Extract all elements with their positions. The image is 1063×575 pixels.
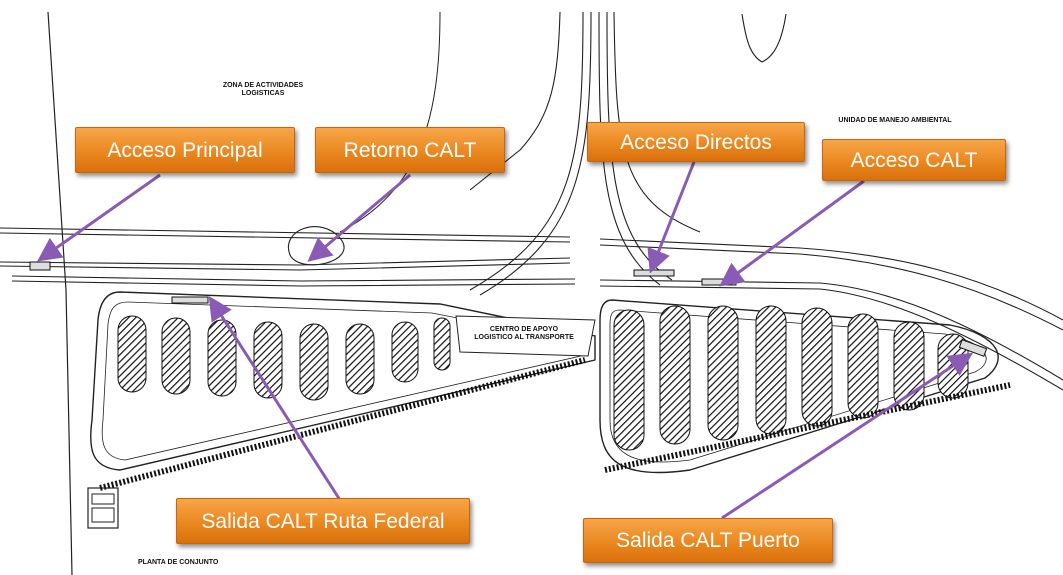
arrow-acceso-principal [37, 173, 161, 262]
zone-boundary [339, 11, 441, 233]
center-building [455, 315, 596, 357]
left-parking-block [89, 291, 596, 471]
property-boundary-left [47, 11, 73, 575]
callout-acceso-directos: Acceso Directos [587, 122, 805, 162]
callout-acceso-principal: Acceso Principal [75, 127, 295, 173]
right-parking-block [599, 299, 999, 474]
arrow-salida-ruta-federal [208, 295, 342, 501]
arrow-salida-puerto [721, 352, 974, 520]
plant-building [87, 487, 119, 529]
main-highway [0, 227, 1063, 391]
return-loop [287, 226, 345, 266]
zone-label: ZONA DE ACTIVIDADES LOGISTICAS [222, 82, 304, 98]
unit-label: UNIDAD DE MANEJO AMBIENTAL [838, 117, 952, 124]
arrow-retorno-calt [307, 173, 411, 262]
arrow-acceso-directos [647, 161, 696, 274]
callout-salida-puerto: Salida CALT Puerto [583, 518, 833, 563]
stall-bands [99, 357, 1011, 491]
callout-acceso-calt: Acceso CALT [822, 139, 1006, 181]
callout-arrows [37, 161, 974, 520]
plant-label: PLANTA DE CONJUNTO [138, 559, 219, 566]
callout-salida-ruta-federal: Salida CALT Ruta Federal [176, 498, 470, 544]
ravine-outline [741, 13, 787, 63]
callout-retorno-calt: Retorno CALT [315, 127, 505, 173]
left-parking-bays [117, 315, 451, 401]
center-label: CENTRO DE APOYO LOGISTICO AL TRANSPORTE [474, 326, 574, 342]
arrow-acceso-calt [719, 179, 865, 287]
